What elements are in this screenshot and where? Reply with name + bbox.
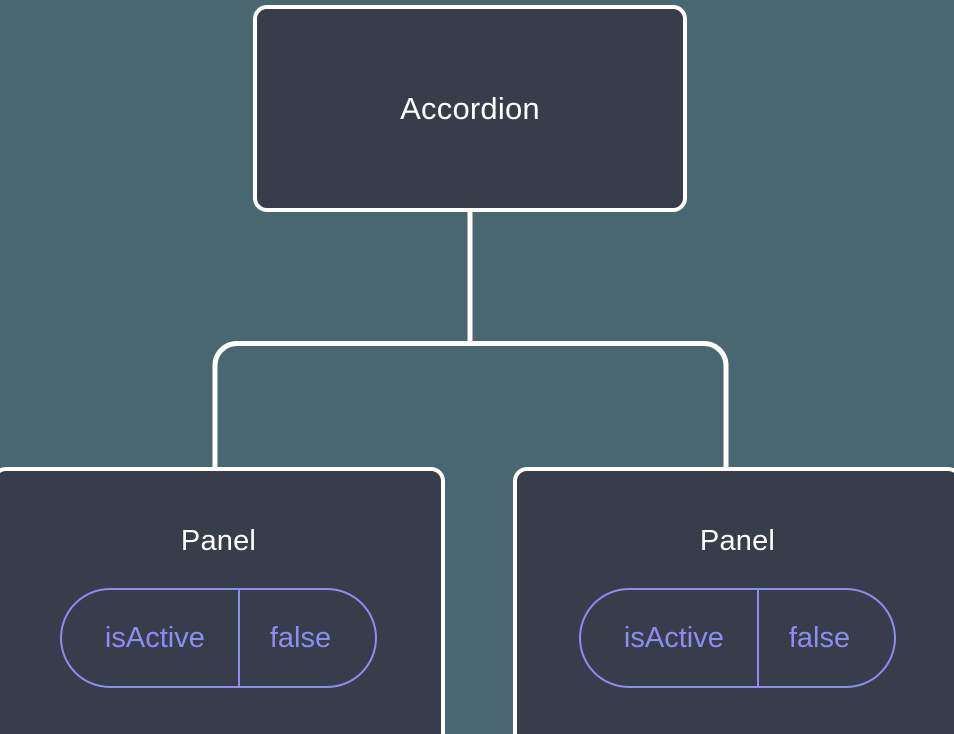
node-panel-right-label: Panel: [699, 525, 776, 557]
prop-key-isactive-right: isActive: [581, 590, 759, 686]
node-panel-left-label: Panel: [180, 525, 257, 557]
prop-pill-isactive-right[interactable]: isActive false: [578, 588, 897, 688]
prop-pill-isactive-left[interactable]: isActive false: [59, 588, 378, 688]
edge-accordion-to-panel-left: [212, 341, 470, 472]
prop-value-isactive-right: false: [788, 621, 851, 654]
node-accordion-label: Accordion: [400, 91, 540, 126]
prop-value-isactive-left: false: [269, 621, 332, 654]
edge-accordion-to-panel-right: [470, 341, 729, 472]
prop-key-isactive-left: isActive: [62, 590, 240, 686]
node-accordion[interactable]: Accordion: [253, 5, 687, 212]
node-panel-right[interactable]: Panel isActive false: [513, 467, 954, 734]
node-panel-left[interactable]: Panel isActive false: [0, 467, 445, 734]
